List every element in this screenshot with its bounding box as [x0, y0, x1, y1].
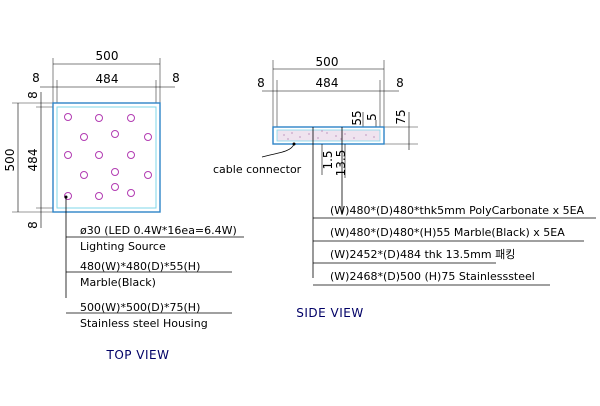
cable-wire: [261, 143, 295, 158]
side-view-title: SIDE VIEW: [296, 306, 364, 320]
led-light-icon: [80, 171, 88, 179]
side-dim-1-5: 1.5: [321, 150, 335, 169]
top-note-3-line2: Stainless steel Housing: [80, 317, 208, 330]
side-note-3: (W)2452*(D)484 thk 13.5mm 패킹: [330, 248, 515, 261]
led-light-icon: [95, 192, 103, 200]
side-dim-484: 484: [316, 76, 339, 90]
left-dim-bottom-8: 8: [26, 221, 40, 229]
left-dim-484: 484: [26, 149, 40, 172]
side-hatch: [283, 130, 375, 140]
top-note-3-line1: 500(W)*500(D)*75(H): [80, 301, 200, 314]
side-dim-55: 55: [350, 110, 364, 125]
side-dim-5: 5: [365, 113, 379, 121]
top-view: 500 484 8 8 500 484 8 8: [3, 49, 244, 362]
top-dim-right-8: 8: [172, 71, 180, 85]
side-note-1: (W)480*(D)480*thk5mm PolyCarbonate x 5EA: [330, 204, 585, 217]
top-note-1-line1: ø30 (LED 0.4W*16ea=6.4W): [80, 224, 237, 237]
side-view: 500 484 8 8 75 55 5 1.5 13.5 c: [213, 55, 596, 320]
led-light-icon: [127, 151, 135, 159]
left-dim-top-8: 8: [26, 91, 40, 99]
side-dim-right-8: 8: [396, 76, 404, 90]
side-note-2: (W)480*(D)480*(H)55 Marble(Black) x 5EA: [330, 226, 565, 239]
side-dim-75: 75: [394, 109, 408, 124]
top-dim-500: 500: [96, 49, 119, 63]
top-note-2-line1: 480(W)*480(D)*55(H): [80, 260, 200, 273]
cable-entry-point: [292, 142, 296, 146]
led-light-icon: [111, 183, 119, 191]
led-light-icon: [127, 189, 135, 197]
led-array: [64, 113, 152, 200]
top-note-2-line2: Marble(Black): [80, 276, 156, 289]
led-light-icon: [111, 130, 119, 138]
top-dim-left-8: 8: [32, 71, 40, 85]
led-light-icon: [95, 114, 103, 122]
side-marble-section: [276, 129, 381, 142]
top-note-1-line2: Lighting Source: [80, 240, 166, 253]
side-dim-500: 500: [316, 55, 339, 69]
top-dim-484: 484: [96, 72, 119, 86]
side-note-4: (W)2468*(D)500 (H)75 Stainlesssteel: [330, 270, 535, 283]
led-light-icon: [64, 113, 72, 121]
led-light-icon: [64, 192, 72, 200]
led-light-icon: [64, 151, 72, 159]
led-light-icon: [127, 114, 135, 122]
led-light-icon: [144, 171, 152, 179]
left-dim-500: 500: [3, 149, 17, 172]
marble-outline: [56, 106, 157, 209]
top-view-title: TOP VIEW: [105, 348, 169, 362]
side-dim-left-8: 8: [257, 76, 265, 90]
led-light-icon: [95, 151, 103, 159]
cable-connector-label: cable connector: [213, 163, 302, 176]
led-light-icon: [144, 133, 152, 141]
side-dim-13-5: 13.5: [334, 150, 348, 177]
led-light-icon: [111, 168, 119, 176]
led-light-icon: [80, 133, 88, 141]
housing-outline: [52, 102, 161, 213]
